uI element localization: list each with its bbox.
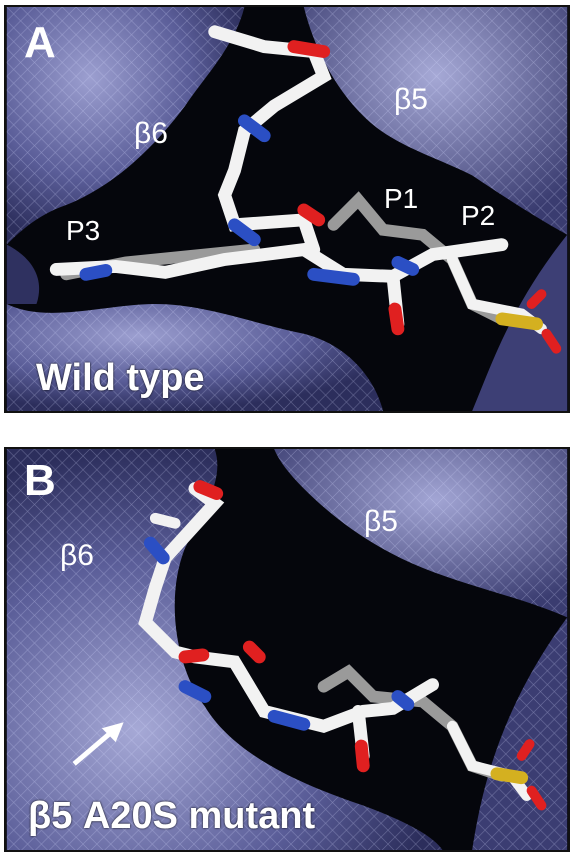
- pocket-p3: P3: [66, 215, 101, 246]
- pocket-p1: P1: [384, 183, 419, 214]
- pocket-p2: P2: [461, 200, 496, 231]
- panel-b-region-beta5: β5: [364, 505, 398, 538]
- inhibitor-molecule: [138, 480, 547, 811]
- panel-a: A β6 β5 P3 P1 P2 Wild type: [4, 5, 570, 413]
- arrow-icon: [72, 722, 124, 766]
- panel-b-image: [6, 449, 568, 850]
- panel-a-letter: A: [24, 18, 56, 67]
- panel-b-letter: B: [24, 456, 56, 505]
- panel-b-region-beta6: β6: [60, 539, 94, 572]
- inhibitor-molecule: [49, 25, 562, 354]
- panel-a-region-beta6: β6: [134, 117, 168, 150]
- panel-a-region-beta5: β5: [394, 83, 428, 116]
- panel-a-image: [6, 7, 568, 411]
- panel-b: B β6 β5 β5 A20S mutant: [4, 447, 570, 852]
- panel-a-caption: Wild type: [36, 357, 205, 399]
- panel-b-caption: β5 A20S mutant: [28, 795, 316, 837]
